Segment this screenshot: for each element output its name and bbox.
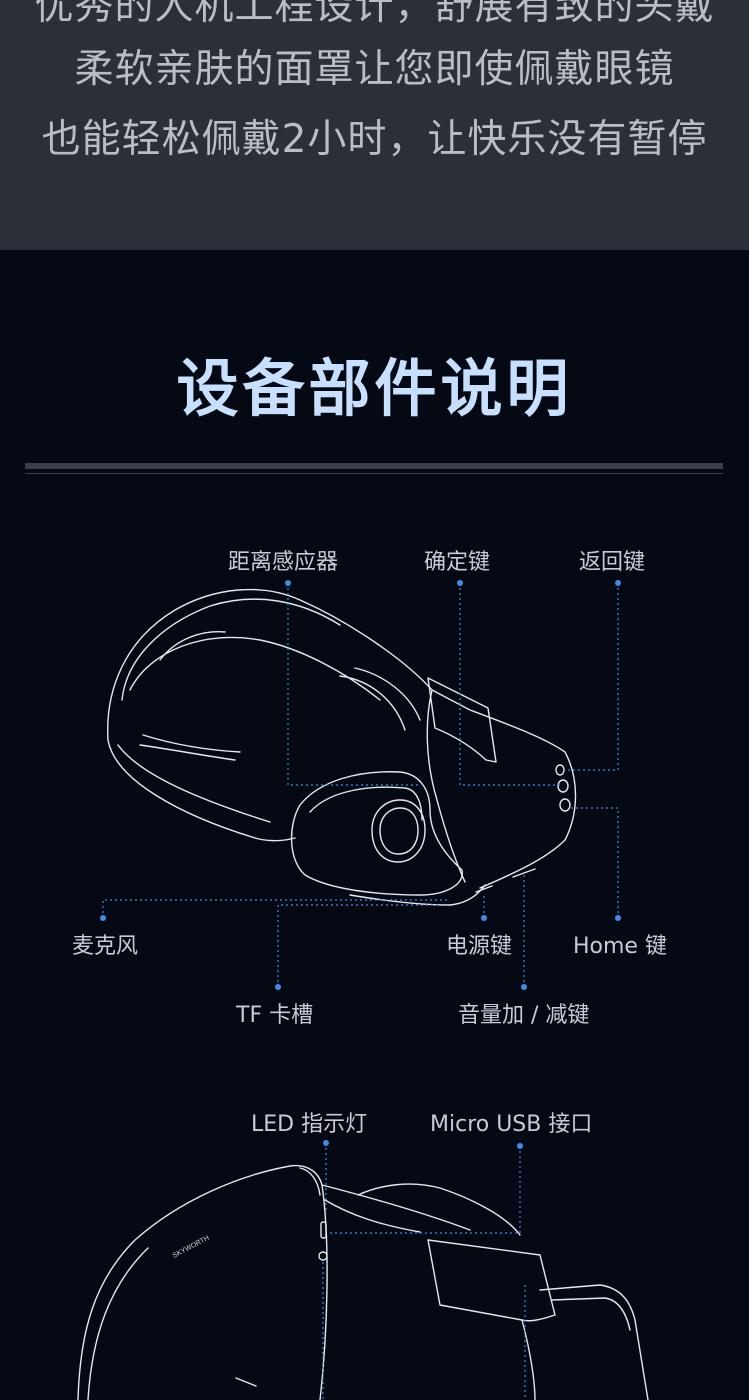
label-confirm-key: 确定键: [424, 550, 491, 575]
label-proximity-sensor: 距离感应器: [228, 550, 339, 575]
label-volume-key: 音量加 / 减键: [458, 1003, 590, 1028]
label-back-key: 返回键: [579, 550, 646, 575]
label-micro-usb: Micro USB 接口: [430, 1112, 593, 1137]
intro-line-2: 柔软亲肤的面罩让您即使佩戴眼镜: [74, 47, 675, 92]
parts-section: 设备部件说明: [0, 250, 749, 1400]
section-title: 设备部件说明: [176, 352, 573, 425]
label-microphone: 麦克风: [72, 934, 139, 959]
intro-line-1: 优秀的人机工程设计，舒展有致的头戴: [34, 0, 715, 29]
headset-bottom-view: [77, 1164, 649, 1400]
brand-logo: SKYWORTH: [172, 1235, 211, 1260]
intro-line-3: 也能轻松佩戴2小时，让快乐没有暂停: [41, 117, 708, 162]
label-tf-slot: TF 卡槽: [236, 1003, 314, 1028]
leader-lines: [102, 583, 619, 1400]
headset-top-view: [107, 588, 577, 906]
label-power-key: 电源键: [446, 934, 513, 959]
label-home-key: Home 键: [573, 934, 667, 959]
title-divider: [25, 463, 723, 469]
title-divider-thin: [25, 473, 723, 474]
leader-dots: [100, 580, 621, 1149]
label-led-indicator: LED 指示灯: [251, 1112, 368, 1137]
intro-section: 优秀的人机工程设计，舒展有致的头戴 柔软亲肤的面罩让您即使佩戴眼镜 也能轻松佩戴…: [0, 0, 749, 250]
